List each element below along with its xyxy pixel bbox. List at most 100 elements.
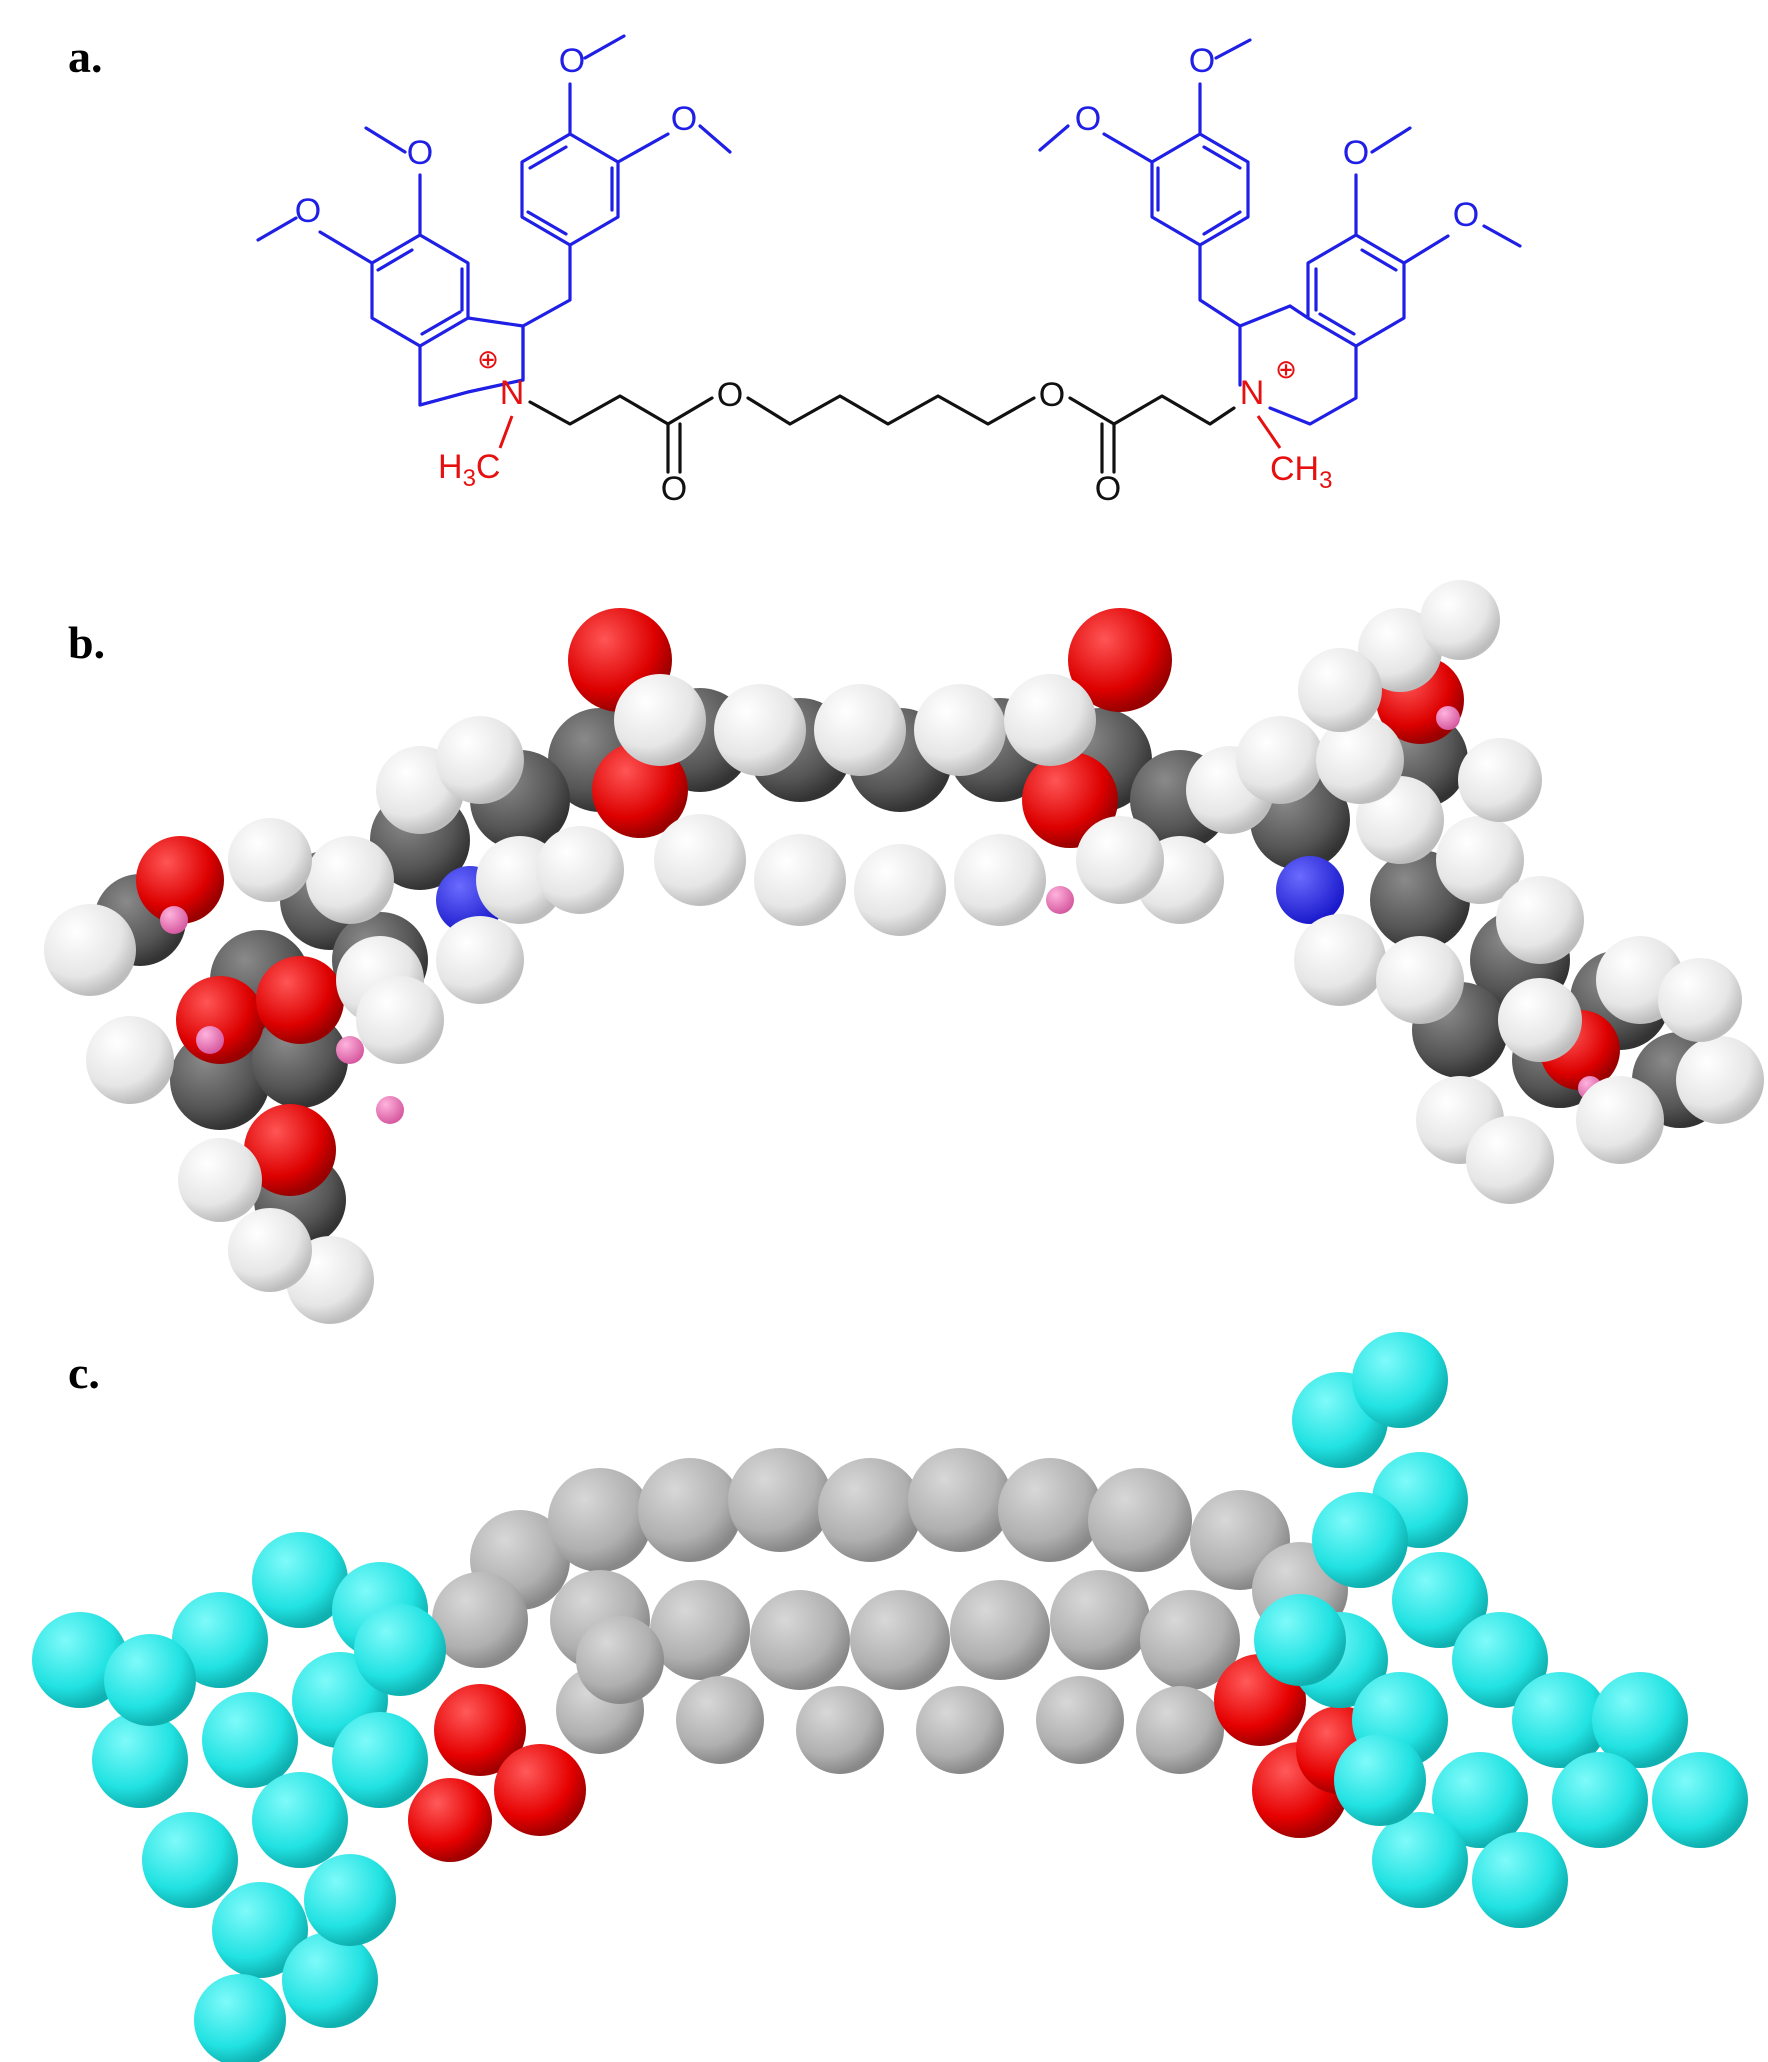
hydrogen-atom xyxy=(1458,738,1542,822)
aromatic-region-atom xyxy=(252,1772,348,1868)
aromatic-region-atom xyxy=(212,1882,308,1978)
aromatic-region-atom xyxy=(202,1692,298,1788)
oxygen-label: O xyxy=(1343,134,1369,172)
nitrogen-atom xyxy=(1276,856,1344,924)
lone-pair xyxy=(376,1096,404,1124)
panel-a-label: a. xyxy=(68,31,103,82)
aromatic-region-atom xyxy=(304,1854,396,1946)
oxygen-atom xyxy=(1022,752,1118,848)
chain-region-atom xyxy=(638,1458,742,1562)
chain-region-atom xyxy=(548,1468,652,1572)
oxygen-atom xyxy=(176,976,264,1064)
hydrogen-atom xyxy=(1376,936,1464,1024)
chain-region-atom xyxy=(432,1572,528,1668)
oxygen-label: O xyxy=(671,100,697,138)
chain-region-atom xyxy=(1088,1468,1192,1572)
hydrogen-atom xyxy=(1420,580,1500,660)
hydrogen-atom xyxy=(1004,674,1096,766)
region-colored-model xyxy=(32,1332,1748,2062)
oxygen-label: O xyxy=(661,470,687,508)
hydrogen-atom xyxy=(536,826,624,914)
chain-region-atom xyxy=(818,1458,922,1562)
chain-region-atom xyxy=(728,1448,832,1552)
aromatic-region-atom xyxy=(1334,1734,1426,1826)
oxygen-label: O xyxy=(559,42,585,80)
right-benzylisoquinoline-skeleton xyxy=(1038,38,1522,426)
hydrogen-atom xyxy=(1496,876,1584,964)
lone-pair xyxy=(1436,706,1460,730)
panel-a: a. xyxy=(68,31,1522,508)
hydrogen-atom xyxy=(1358,608,1442,692)
nitrogen-label: N xyxy=(500,374,525,412)
central-linker-skeleton xyxy=(528,394,1236,474)
aromatic-region-atom xyxy=(332,1712,428,1808)
hydrogen-atom xyxy=(1236,716,1324,804)
aromatic-region-atom xyxy=(1392,1552,1488,1648)
hydrogen-atom xyxy=(228,1208,312,1292)
aromatic-region-atom xyxy=(282,1932,378,2028)
hydrogen-atom xyxy=(1658,958,1742,1042)
chain-region-atom xyxy=(650,1580,750,1680)
chain-region-atom xyxy=(950,1580,1050,1680)
aromatic-region-atom xyxy=(1552,1752,1648,1848)
aromatic-region-atom xyxy=(1592,1672,1688,1768)
hydrogen-atom xyxy=(914,684,1006,776)
hydrogen-atom xyxy=(1076,816,1164,904)
hydrogen-atom xyxy=(436,716,524,804)
hydrogen-atom xyxy=(754,834,846,926)
hydrogen-atom xyxy=(1436,816,1524,904)
oxygen-atom xyxy=(244,1104,336,1196)
ester-region-atom xyxy=(408,1778,492,1862)
methyl-label-left: H3C xyxy=(438,448,500,492)
hydrogen-atom xyxy=(1498,978,1582,1062)
hydrogen-atom xyxy=(954,834,1046,926)
panel-b-label: b. xyxy=(68,617,105,668)
aromatic-region-atom xyxy=(92,1712,188,1808)
chain-region-atom xyxy=(576,1616,664,1704)
right-ammonium: N ⊕ CH3 xyxy=(1240,355,1333,494)
ester-region-atom xyxy=(494,1744,586,1836)
chain-region-atom xyxy=(1050,1570,1150,1670)
oxygen-atom xyxy=(592,742,688,838)
aromatic-region-atom xyxy=(252,1532,348,1628)
chain-region-atom xyxy=(850,1590,950,1690)
hydrogen-atom xyxy=(614,674,706,766)
aromatic-region-atom xyxy=(1352,1332,1448,1428)
chain-region-atom xyxy=(1136,1686,1224,1774)
oxygen-label: O xyxy=(717,376,743,414)
right-methoxy-oxygens: O O O O xyxy=(1075,42,1479,234)
panel-c-label: c. xyxy=(68,1347,100,1398)
aromatic-region-atom xyxy=(1472,1832,1568,1928)
aromatic-region-atom xyxy=(1254,1594,1346,1686)
lone-pair xyxy=(160,906,188,934)
chain-region-atom xyxy=(916,1686,1004,1774)
left-methoxy-oxygens: O O O O xyxy=(295,42,697,230)
positive-charge: ⊕ xyxy=(477,345,499,375)
hydrogen-atom xyxy=(1576,1076,1664,1164)
left-ammonium: N ⊕ H3C xyxy=(438,345,524,492)
chain-region-atom xyxy=(750,1590,850,1690)
aromatic-region-atom xyxy=(32,1612,128,1708)
chain-region-atom xyxy=(1036,1676,1124,1764)
oxygen-atom xyxy=(136,836,224,924)
oxygen-label: O xyxy=(1039,376,1065,414)
hydrogen-atom xyxy=(44,904,136,996)
lone-pair xyxy=(1046,886,1074,914)
nitrogen-label: N xyxy=(1240,374,1265,412)
aromatic-region-atom xyxy=(172,1592,268,1688)
chain-region-atom xyxy=(796,1686,884,1774)
aromatic-region-atom xyxy=(1372,1812,1468,1908)
hydrogen-atom xyxy=(1298,648,1382,732)
aromatic-region-atom xyxy=(1452,1612,1548,1708)
oxygen-label: O xyxy=(295,192,321,230)
hydrogen-atom xyxy=(178,1138,262,1222)
lone-pair xyxy=(336,1036,364,1064)
hydrogen-atom xyxy=(306,836,394,924)
hydrogen-atom xyxy=(1466,1116,1554,1204)
oxygen-label: O xyxy=(1453,196,1479,234)
aromatic-region-atom xyxy=(1312,1492,1408,1588)
lone-pair xyxy=(196,1026,224,1054)
methyl-label-right: CH3 xyxy=(1270,450,1332,494)
chain-region-atom xyxy=(1140,1590,1240,1690)
